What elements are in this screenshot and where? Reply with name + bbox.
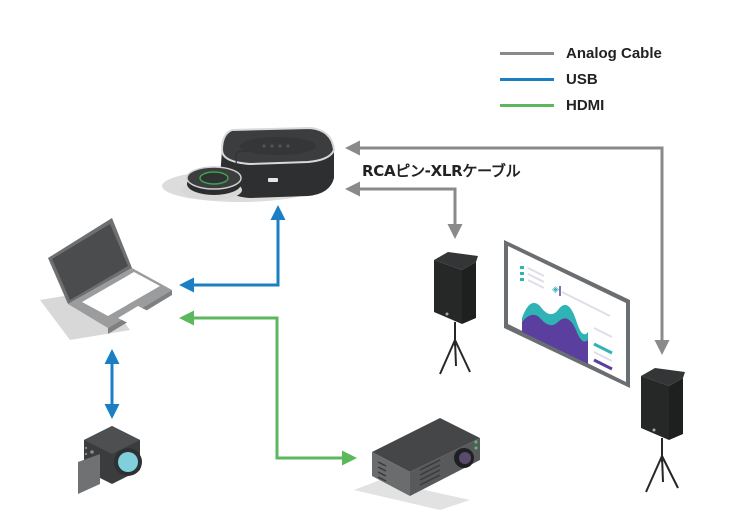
analog-cable-line-near — [348, 189, 455, 236]
legend-swatch-usb — [500, 78, 554, 81]
legend-item-usb: USB — [500, 66, 662, 92]
legend-label-usb: USB — [566, 71, 598, 88]
hdmi-cable-laptop-projector — [182, 318, 354, 458]
usb-cable-laptop-speakerphone — [182, 208, 278, 285]
video-camera-device — [78, 426, 142, 494]
legend-item-hdmi: HDMI — [500, 92, 662, 118]
legend-label-analog: Analog Cable — [566, 45, 662, 62]
legend-swatch-analog — [500, 52, 554, 55]
svg-text:◈: ◈ — [552, 285, 559, 295]
pa-speaker-1 — [434, 252, 478, 374]
display-screen-device: ◈ — [504, 240, 630, 388]
pa-speaker-2 — [641, 368, 685, 492]
legend-item-analog: Analog Cable — [500, 40, 662, 66]
legend-swatch-hdmi — [500, 104, 554, 107]
legend-label-hdmi: HDMI — [566, 97, 604, 114]
legend: Analog Cable USB HDMI — [500, 40, 662, 118]
projector-device — [354, 418, 480, 510]
cable-type-label: RCAピン-XLRケーブル — [362, 160, 520, 181]
laptop-device — [40, 218, 172, 340]
extension-microphone — [182, 167, 242, 200]
